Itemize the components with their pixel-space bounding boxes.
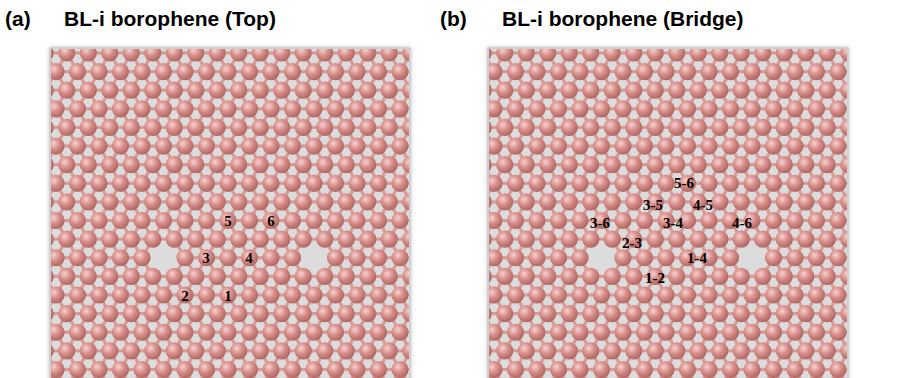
bridge-label: 4-5 (693, 197, 713, 213)
bond-lines (489, 49, 847, 378)
bridge-label: 5-6 (674, 175, 694, 191)
borophene-lattice (489, 49, 847, 378)
site-number: 1 (224, 288, 232, 304)
panel-letter: (a) (5, 7, 31, 31)
panel-ground (50, 48, 410, 378)
bridge-label: 4-6 (732, 215, 752, 231)
site-number: 2 (181, 288, 189, 304)
site-number: 6 (267, 213, 275, 229)
bridge-label: 1-2 (645, 270, 665, 286)
borophene-lattice (51, 49, 409, 378)
site-number: 5 (224, 213, 232, 229)
boron-atoms (51, 49, 409, 378)
bridge-label: 2-3 (622, 235, 642, 251)
site-number: 4 (245, 250, 253, 266)
bridge-label: 3-5 (643, 197, 663, 213)
site-number: 3 (202, 250, 210, 266)
bridge-label: 3-4 (663, 215, 683, 231)
bridge-label: 1-4 (687, 250, 707, 266)
bridge-label: 3-6 (590, 215, 610, 231)
panel-title: BL-i borophene (Bridge) (502, 7, 743, 31)
panel-ground (488, 48, 848, 378)
bond-lines (51, 49, 409, 378)
panel-letter: (b) (440, 7, 467, 31)
boron-atoms (489, 49, 847, 378)
panel-title: BL-i borophene (Top) (64, 7, 276, 31)
